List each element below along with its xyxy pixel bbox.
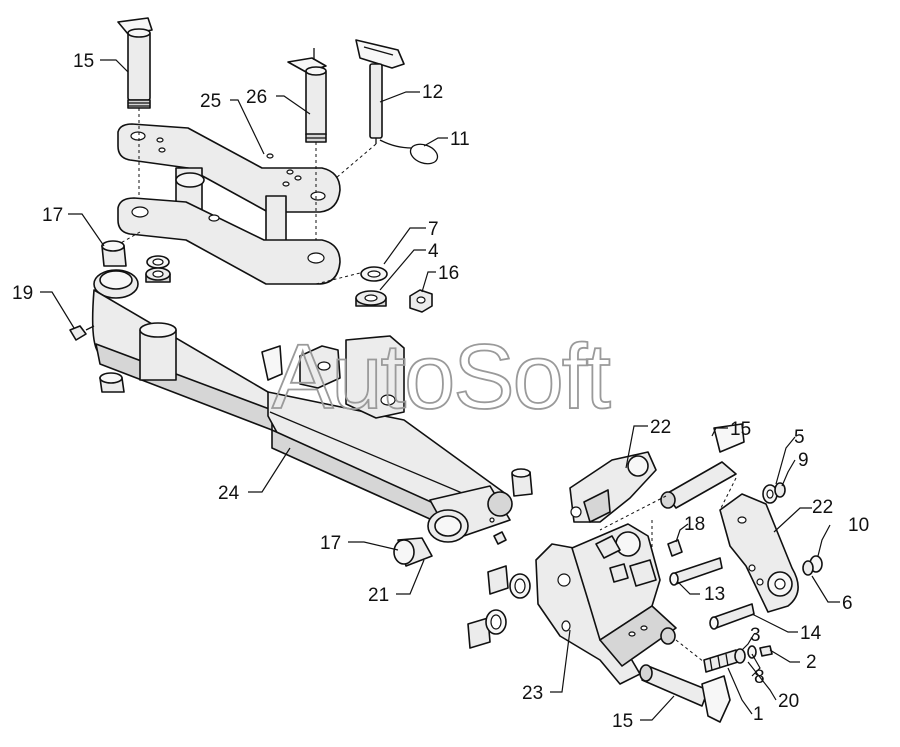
watermark: AutoSoft bbox=[272, 326, 610, 428]
callout-10: 10 bbox=[848, 515, 869, 536]
callout-17-top: 17 bbox=[42, 205, 63, 226]
callout-1: 1 bbox=[753, 704, 764, 725]
nut-16 bbox=[409, 289, 433, 313]
callout-11: 11 bbox=[450, 129, 470, 150]
nut-washer-group-a bbox=[487, 565, 531, 599]
callout-16: 16 bbox=[438, 263, 459, 284]
callout-21: 21 bbox=[368, 585, 389, 606]
callout-2: 2 bbox=[806, 652, 817, 673]
callout-14: 14 bbox=[800, 623, 822, 644]
pin-14 bbox=[709, 603, 755, 630]
callout-24: 24 bbox=[218, 483, 240, 504]
bracket-22a bbox=[569, 451, 657, 523]
hitch-23 bbox=[535, 523, 677, 685]
bushing-small bbox=[511, 468, 533, 497]
callout-15-bottom: 15 bbox=[612, 711, 633, 732]
bushing-17-top bbox=[101, 240, 127, 267]
callout-5: 5 bbox=[794, 427, 805, 448]
leader-lines bbox=[40, 59, 840, 721]
pin-12 bbox=[355, 39, 405, 144]
pin-13 bbox=[669, 557, 723, 586]
bracket-22b bbox=[719, 493, 799, 613]
washer-nut-top bbox=[145, 255, 171, 283]
callout-12: 12 bbox=[422, 82, 443, 103]
callout-18: 18 bbox=[684, 514, 705, 535]
callout-7: 7 bbox=[428, 219, 439, 240]
bushing-21 bbox=[393, 537, 433, 567]
callout-19: 19 bbox=[12, 283, 33, 304]
callout-labels: 15 25 26 12 11 17 7 4 16 19 22 15 5 9 22… bbox=[12, 51, 869, 732]
callout-9: 9 bbox=[798, 450, 809, 471]
callout-22-top: 22 bbox=[650, 417, 671, 438]
arm-24 bbox=[91, 269, 513, 543]
pin-15-bottom bbox=[639, 664, 731, 723]
callout-15-top: 15 bbox=[73, 51, 94, 72]
callout-17-lower: 17 bbox=[320, 533, 341, 554]
nut-washer-group-b bbox=[467, 609, 507, 649]
nut-4 bbox=[355, 290, 387, 307]
grease-nipple-19 bbox=[69, 325, 95, 341]
callout-13: 13 bbox=[704, 584, 725, 605]
callout-4: 4 bbox=[428, 241, 439, 262]
ring-11 bbox=[379, 139, 439, 165]
callout-23: 23 bbox=[522, 683, 543, 704]
callout-3: 3 bbox=[750, 625, 761, 646]
callout-6: 6 bbox=[842, 593, 853, 614]
washer-7 bbox=[360, 266, 388, 282]
pin-15-top bbox=[117, 17, 153, 109]
nut-lower-left bbox=[99, 372, 125, 393]
bolt-group-2-3-8-20 bbox=[703, 645, 773, 673]
callout-15-right: 15 bbox=[730, 419, 751, 440]
bracket-25-lower bbox=[117, 197, 341, 285]
callout-22-right: 22 bbox=[812, 497, 833, 518]
callout-20: 20 bbox=[778, 691, 799, 712]
washer-5-9 bbox=[762, 482, 786, 504]
callout-8: 8 bbox=[754, 667, 765, 688]
bolt-18 bbox=[667, 539, 683, 557]
pin-26 bbox=[287, 48, 327, 143]
grease-nipple-end bbox=[493, 531, 507, 545]
callout-25: 25 bbox=[200, 91, 221, 112]
callout-26: 26 bbox=[246, 87, 267, 108]
pin-15-right bbox=[660, 423, 745, 509]
washer-10-6 bbox=[802, 555, 823, 576]
